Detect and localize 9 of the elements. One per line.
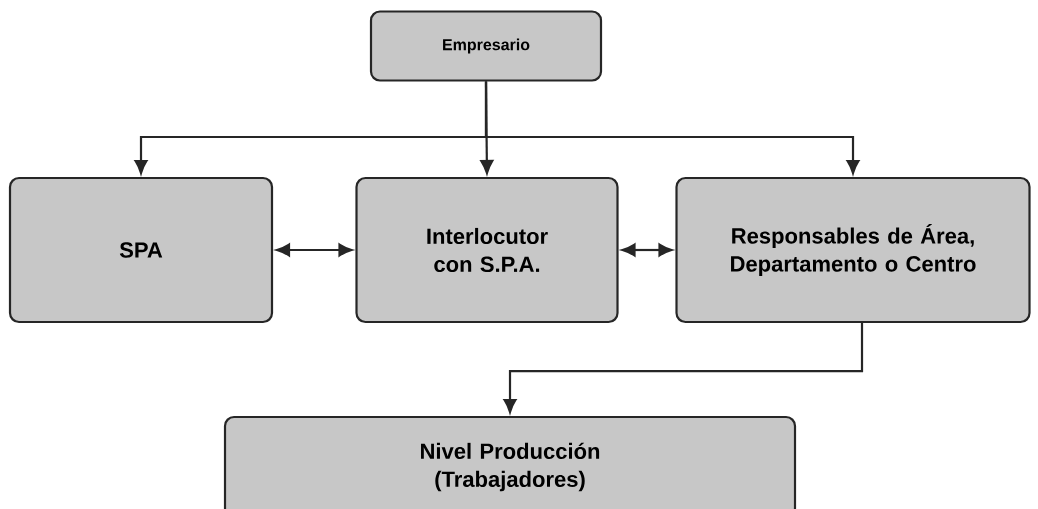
process-box: SPA xyxy=(8,176,274,324)
arrow xyxy=(621,243,673,257)
process-box: Empresario xyxy=(369,10,603,82)
process-box: Interlocutor con S.P.A. xyxy=(355,176,619,324)
arrow xyxy=(503,323,864,414)
process-box: Responsables de Área, Departamento o Centro xyxy=(675,176,1031,324)
arrow xyxy=(275,243,353,257)
process-box: Nivel Producción (Trabajadores) xyxy=(223,415,797,509)
arrow xyxy=(484,81,860,175)
